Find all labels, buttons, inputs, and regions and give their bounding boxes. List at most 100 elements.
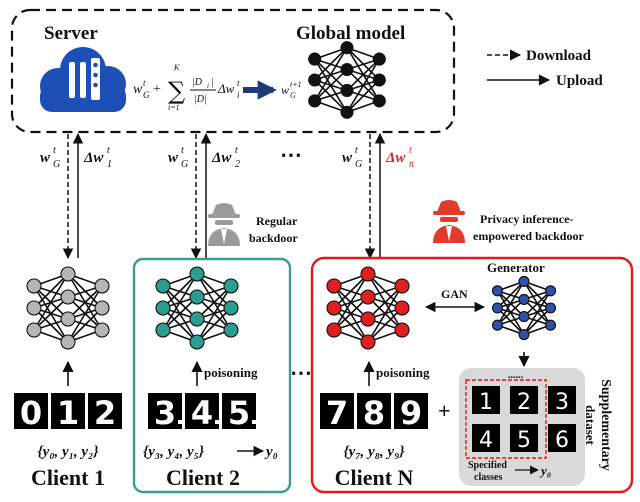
client2-network-node (155, 300, 171, 316)
client1-digit: 2 (94, 394, 116, 432)
client1-network-node (26, 278, 42, 294)
global-model-network-node (340, 83, 354, 97)
generator-network-node (491, 302, 504, 314)
client1-digits: 0 1 2 (14, 393, 122, 432)
svg-text:dataset: dataset (583, 405, 598, 445)
supplementary-digit: 5 (517, 428, 531, 453)
clientN-network-node (360, 266, 376, 282)
server-title: Server (44, 23, 98, 44)
svg-text:w: w (342, 150, 353, 166)
client2-network-edge (196, 285, 232, 343)
server-box (10, 8, 456, 134)
clientN-digit: 7 (326, 394, 348, 432)
clientN-labels: {y₇, y₈, y₉} (343, 444, 405, 460)
client1-network-node (26, 300, 42, 316)
clientN-poisoning-label: poisoning (376, 365, 430, 380)
client1-network-edge (33, 273, 69, 309)
generator-network-node (518, 328, 530, 341)
svg-text:t: t (143, 78, 146, 88)
global-model-network-edge (314, 47, 348, 102)
client1-labels: {y₀, y₁, y₂} (37, 444, 99, 460)
client2-network-node (189, 289, 205, 305)
client1-network-node (60, 334, 76, 350)
svg-text:w: w (168, 150, 179, 166)
client2-network-edge (162, 296, 198, 331)
global-model-network-node (340, 63, 354, 77)
client2-target: y₀ (264, 444, 278, 460)
supplementary-dots: ...... (508, 370, 524, 381)
svg-text:G: G (143, 90, 150, 100)
generator-network-icon (491, 275, 557, 341)
generator-network-node (544, 319, 557, 331)
generator-network-node (518, 293, 530, 305)
svg-text:t+1: t+1 (290, 80, 302, 89)
clientN-digits: 7 8 9 (320, 393, 428, 432)
specified-classes-box (465, 379, 547, 459)
svg-text:Δw: Δw (217, 81, 235, 96)
client1-digit: 0 (20, 394, 42, 432)
global-model-network-edge (346, 79, 380, 113)
specified-label-1: Specified (468, 460, 507, 471)
generator-network-node (491, 319, 504, 331)
clientN-network-edge (367, 285, 403, 320)
global-model-network-node (372, 52, 386, 66)
generator-network-edge (496, 298, 525, 326)
client2-digits: 3 4 5 (148, 393, 256, 432)
clientN-network-node (360, 334, 376, 350)
clientN-network-node (394, 278, 410, 294)
client1-digit: 1 (57, 394, 79, 432)
clientN-network-node (394, 322, 410, 338)
svg-text:t: t (409, 145, 412, 156)
global-model-network-node (372, 73, 386, 87)
clientN-network-edge (333, 296, 369, 331)
svg-text:n: n (409, 159, 414, 170)
privacy-backdoor-label-2: empowered backdoor (473, 229, 584, 243)
svg-text:Δw: Δw (83, 150, 104, 166)
client2-digit: 4 (191, 394, 213, 432)
svg-text:w: w (133, 82, 143, 97)
global-model-title: Global model (296, 23, 405, 44)
client1-network-node (60, 311, 76, 327)
supplementary-digit: 4 (479, 428, 493, 453)
clientN-network-edge (333, 273, 369, 309)
supplementary-digit: 2 (517, 390, 531, 415)
generator-network-node (544, 285, 557, 297)
generator-network-node (518, 311, 530, 323)
aggregation-formula: w t G + ∑ K i=1 |D i | |D| Δw t i (133, 63, 240, 112)
clientN-network-node (326, 300, 342, 316)
svg-text:K: K (173, 63, 180, 72)
specified-label-2: classes (474, 472, 502, 483)
upload-label-clientN: Δw t n (385, 145, 414, 170)
svg-text:G: G (53, 159, 60, 170)
svg-text:G: G (355, 159, 362, 170)
svg-text:i=1: i=1 (168, 103, 180, 112)
gan-label: GAN (441, 287, 468, 301)
client1-network-node (26, 322, 42, 338)
global-model-network-icon (308, 41, 386, 119)
global-model-network-node (340, 41, 354, 55)
svg-text:t: t (107, 145, 110, 156)
clientN-box (310, 256, 634, 494)
client1-network-node (60, 289, 76, 305)
client1-network-edge (33, 273, 69, 331)
client2-network-node (189, 311, 205, 327)
client2-network-edge (162, 273, 198, 309)
generator-network-node (518, 275, 530, 288)
client1-network-node (60, 266, 76, 282)
svg-text:∑: ∑ (168, 77, 185, 105)
svg-text:t: t (235, 145, 238, 156)
client1-network-edge (33, 296, 69, 331)
supplementary-digit: 1 (479, 390, 493, 415)
svg-text:G: G (181, 159, 188, 170)
client2-network-node (189, 266, 205, 282)
clientN-network-edge (367, 307, 403, 343)
svg-text:|D: |D (192, 77, 203, 88)
client2-name: Client 2 (166, 465, 240, 490)
client2-network-node (223, 278, 239, 294)
client2-box (132, 257, 292, 494)
svg-text:i: i (207, 82, 209, 90)
client2-network-icon (155, 266, 239, 350)
global-model-network-edge (346, 58, 380, 113)
client1-name: Client 1 (31, 465, 105, 490)
svg-text:G: G (290, 91, 296, 100)
